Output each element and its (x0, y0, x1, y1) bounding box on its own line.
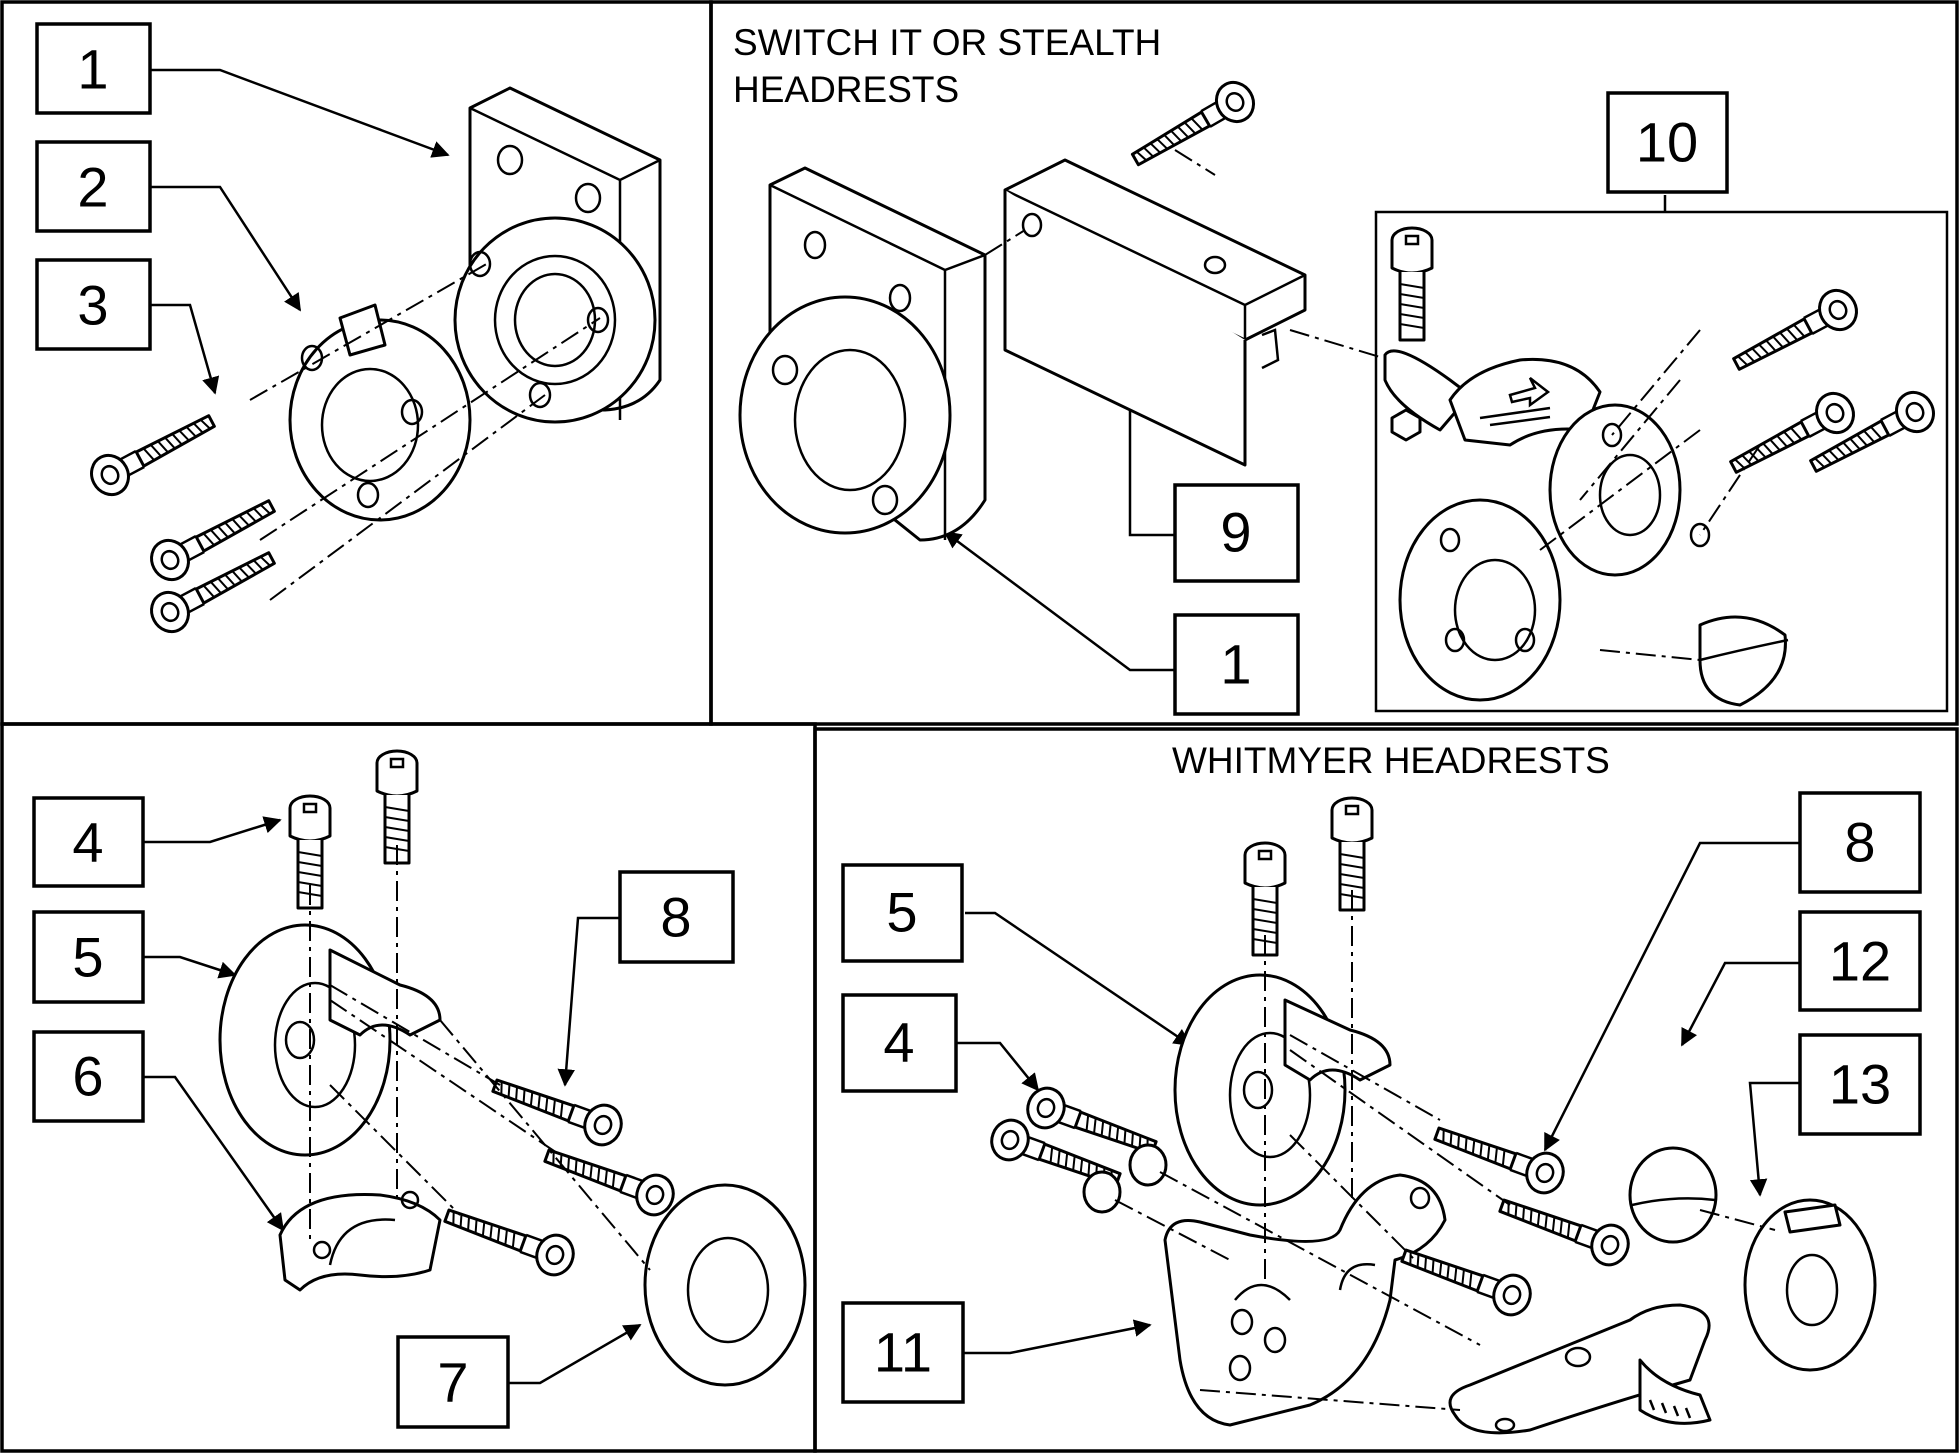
mounting-bar-part (1003, 158, 1307, 467)
whitmyer-bracket-part (1163, 1173, 1447, 1427)
panel-top-right: SWITCH IT OR STEALTH HEADRESTS (733, 22, 1942, 716)
callout-label: 13 (1798, 1033, 1922, 1136)
clamp-collar-part (1743, 1198, 1877, 1372)
panel-top-right-frame (709, 0, 1959, 726)
svg-text:8: 8 (1844, 811, 1875, 874)
screw-icon (1390, 226, 1434, 342)
lower-clamp-part (278, 1190, 442, 1292)
detail-inset-frame (1374, 210, 1949, 713)
svg-text:6: 6 (72, 1045, 103, 1108)
clamp-ring-part (1173, 973, 1392, 1207)
svg-text:4: 4 (72, 811, 103, 874)
panel-top-left: 1 2 3 (35, 22, 662, 640)
svg-text:9: 9 (1220, 501, 1251, 564)
callout-label: 5 (32, 910, 145, 1004)
svg-text:2: 2 (77, 156, 108, 219)
callout-label: 1 (1173, 613, 1300, 716)
quick-release-lever-part (1448, 1303, 1712, 1435)
screw-icon (83, 401, 223, 503)
callout-label: 2 (35, 140, 152, 233)
ball-part (1628, 1146, 1718, 1244)
callout-label: 6 (32, 1030, 145, 1123)
spacer-ring-part (643, 1183, 807, 1387)
svg-text:12: 12 (1829, 930, 1891, 993)
clamp-ring-part (288, 303, 472, 522)
screw-icon (1428, 1113, 1571, 1200)
svg-text:7: 7 (437, 1351, 468, 1414)
svg-text:5: 5 (72, 926, 103, 989)
svg-text:13: 13 (1829, 1053, 1891, 1116)
svg-text:8: 8 (660, 886, 691, 949)
svg-text:4: 4 (883, 1011, 914, 1074)
callout-label: 9 (1173, 483, 1300, 583)
callout-label: 8 (1798, 791, 1922, 894)
svg-text:1: 1 (1220, 633, 1251, 696)
callout-label: 5 (841, 863, 964, 963)
callout-label: 8 (618, 870, 735, 964)
screw-icon (438, 1195, 581, 1282)
clamp-ring-part (218, 923, 442, 1157)
washer-icon (1128, 1143, 1168, 1187)
screw-icon (1493, 1185, 1636, 1272)
callout-label: 10 (1606, 91, 1729, 194)
screw-icon (1123, 74, 1263, 179)
caption-whitmyer: WHITMYER HEADRESTS (1172, 740, 1610, 781)
screw-icon (486, 1065, 629, 1152)
svg-text:3: 3 (77, 274, 108, 337)
svg-text:11: 11 (874, 1321, 932, 1384)
caption-switch-it-line2: HEADRESTS (733, 69, 959, 110)
mounting-bracket-part (738, 166, 987, 542)
svg-text:10: 10 (1636, 111, 1698, 174)
panel-bottom-right: WHITMYER HEADRESTS (841, 740, 1922, 1435)
callout-label: 1 (35, 22, 152, 115)
screw-icon (1725, 282, 1865, 384)
panel-bottom-left: 4 5 6 8 7 (32, 749, 807, 1429)
callout-label: 7 (396, 1335, 510, 1429)
screw-icon (538, 1135, 681, 1222)
callout-label: 12 (1798, 910, 1922, 1012)
callout-label: 4 (841, 993, 958, 1093)
svg-text:5: 5 (886, 881, 917, 944)
mounting-bracket-part (453, 86, 662, 424)
callout-label: 4 (32, 796, 145, 888)
callout-label: 3 (35, 258, 152, 351)
panel-bottom-right-frame (813, 727, 1959, 1453)
caption-switch-it-line1: SWITCH IT OR STEALTH (733, 22, 1161, 63)
svg-text:1: 1 (77, 38, 108, 101)
washer-icon (1082, 1170, 1122, 1214)
callout-label: 11 (841, 1301, 965, 1404)
detail-hardware (1383, 226, 1942, 707)
